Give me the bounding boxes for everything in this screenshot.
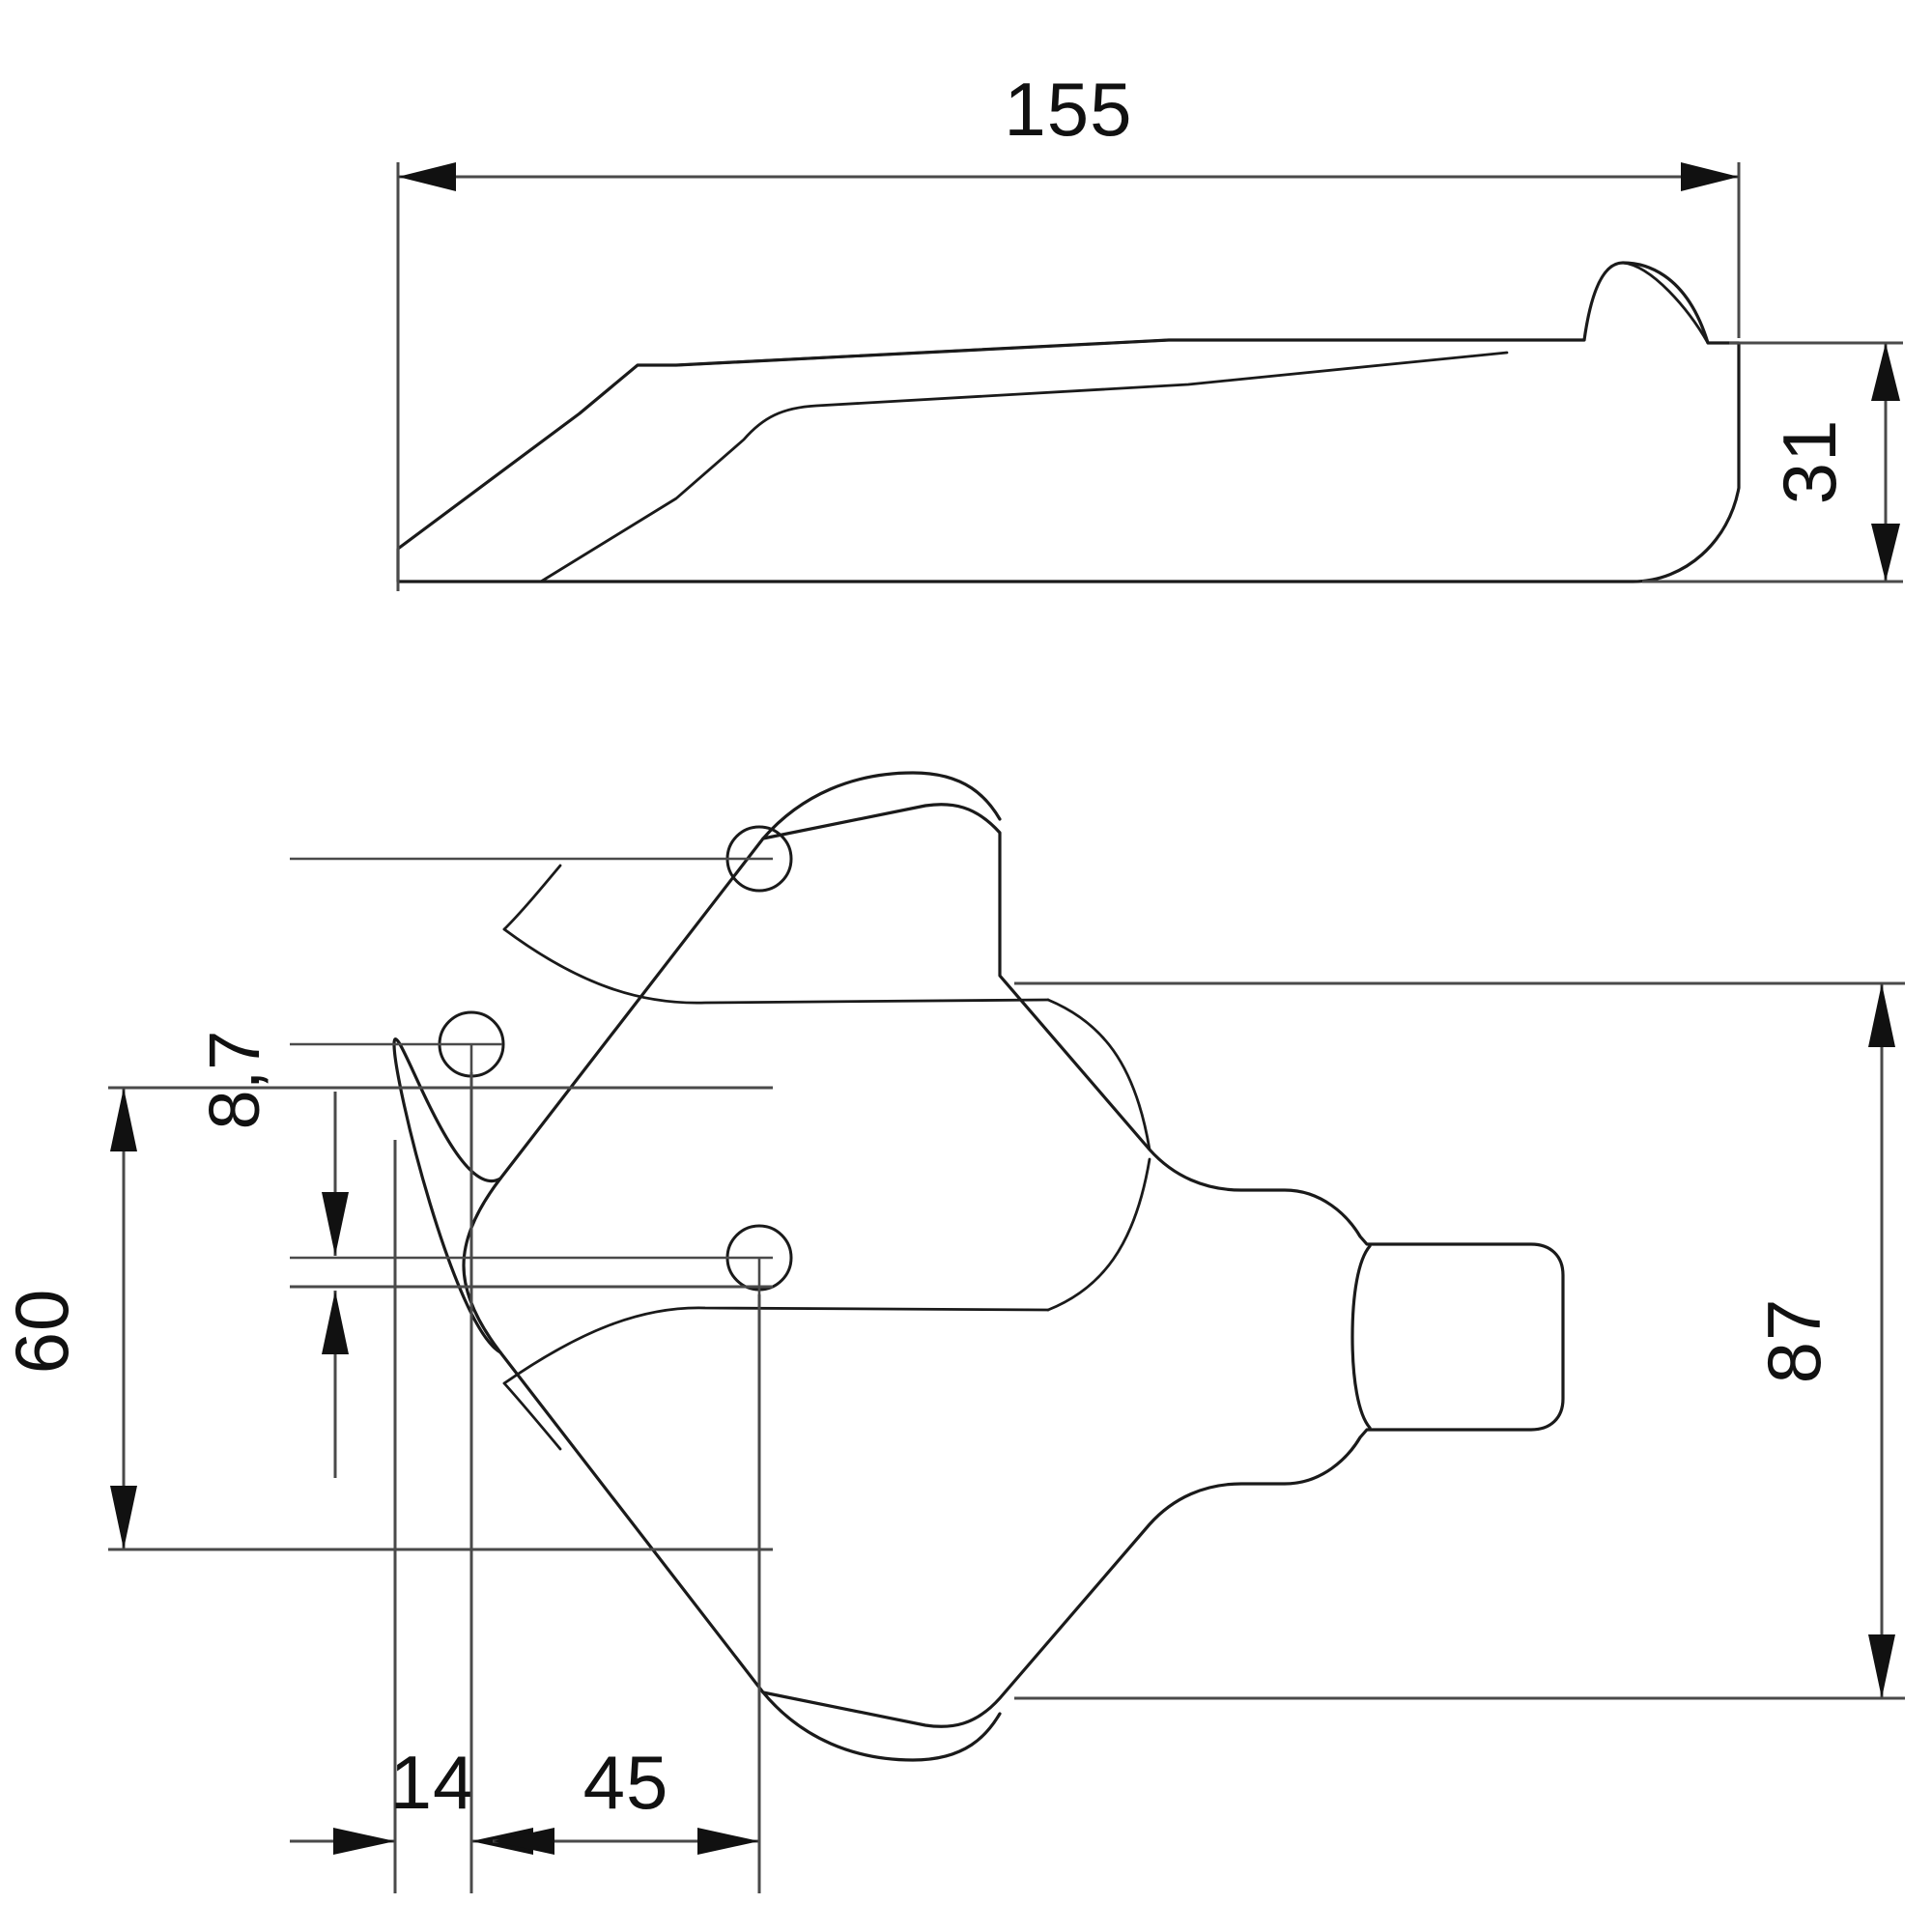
- side-view-rib-line: [539, 351, 1509, 583]
- dim-label-45: 45: [583, 1740, 669, 1825]
- side-elevation-view: [396, 261, 1741, 583]
- top-view-web-upper: [502, 927, 1050, 1005]
- dim-label-60: 60: [0, 1289, 84, 1375]
- arrow-14-left: [333, 1828, 395, 1855]
- side-view-hump-flank: [1621, 261, 1710, 345]
- arrow-45-right: [697, 1828, 759, 1855]
- top-view-web-lower: [502, 1306, 1050, 1385]
- top-view-tang-end: [1350, 1244, 1372, 1430]
- dimension-overall-height: 31: [1642, 341, 1903, 583]
- top-view-left-boss: [392, 1037, 502, 1354]
- dimension-hole-span-vertical: 60: [0, 1086, 773, 1551]
- plan-view: [392, 771, 1565, 1762]
- arrow-155-left: [398, 162, 456, 191]
- dim-label-8-7: 8,7: [194, 1031, 274, 1130]
- side-view-outline: [396, 261, 1741, 583]
- arrow-155-right: [1681, 162, 1739, 191]
- top-view-blend-upper-right: [1046, 998, 1151, 1151]
- top-view-apex-bottom: [761, 1690, 1002, 1762]
- side-view-fold-line-upper: [674, 338, 1586, 367]
- dim-label-14: 14: [390, 1740, 476, 1825]
- arrow-87-bottom: [1868, 1634, 1895, 1698]
- arrow-45-left: [493, 1828, 554, 1855]
- arrow-60-bottom: [110, 1486, 137, 1549]
- arrow-87dec-up: [322, 1291, 349, 1354]
- dimension-overall-length: 155: [396, 67, 1741, 591]
- arrow-31-bottom: [1871, 524, 1900, 582]
- dimension-overall-width: 87: [1014, 981, 1905, 1700]
- dimension-hole-spacing: 45: [493, 1294, 761, 1893]
- arrow-60-top: [110, 1088, 137, 1151]
- top-view-apex-top: [761, 771, 1002, 840]
- top-view-flank-lower-left: [502, 1381, 562, 1451]
- dim-label-31: 31: [1767, 419, 1852, 505]
- top-view-outline: [462, 803, 1565, 1728]
- dim-label-155: 155: [1004, 67, 1132, 152]
- top-view-blend-lower-right: [1046, 1157, 1151, 1312]
- arrow-87-top: [1868, 983, 1895, 1047]
- dim-label-87: 87: [1751, 1298, 1836, 1384]
- top-view-flank-upper-left: [502, 864, 562, 931]
- dimension-offset-small: 8,7: [194, 1031, 773, 1478]
- center-lines: [290, 857, 773, 1893]
- arrow-87dec-down: [322, 1192, 349, 1256]
- arrow-31-top: [1871, 343, 1900, 401]
